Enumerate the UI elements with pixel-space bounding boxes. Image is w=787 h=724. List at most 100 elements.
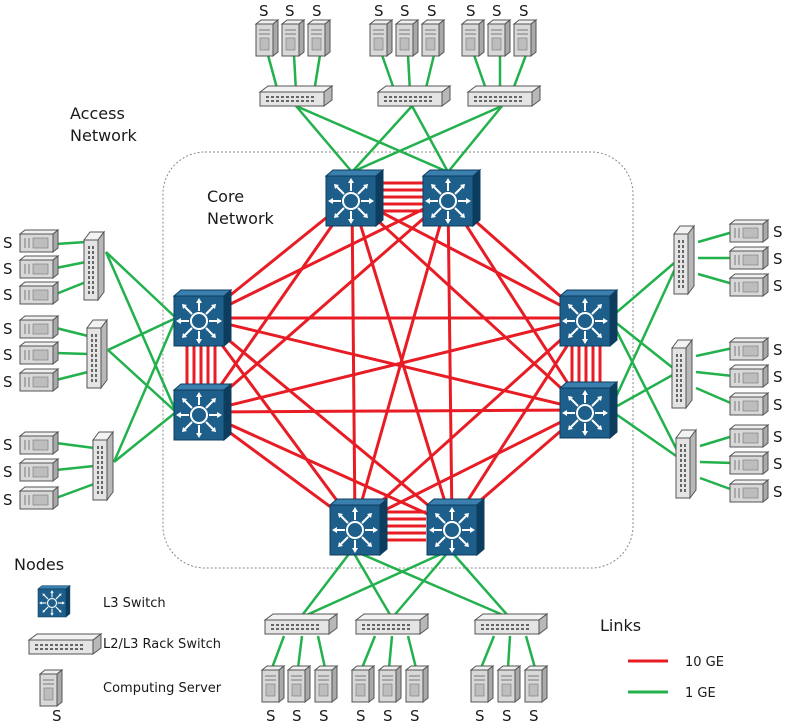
rack-switch-icon <box>92 431 114 501</box>
server-icon <box>729 337 769 361</box>
core-network-label: Core <box>207 187 244 206</box>
rack-switch-icon <box>259 85 333 107</box>
rack-switch-icon <box>355 613 429 635</box>
server-icon <box>729 364 769 388</box>
server-icon <box>729 424 769 448</box>
legend-nodes: Nodes L3 Switch L2/L3 Rack Switch Comput… <box>14 555 222 724</box>
rack-switch-icon <box>377 85 451 107</box>
server-label: S <box>427 2 437 20</box>
server-icon <box>19 458 59 482</box>
server-label: S <box>3 320 13 338</box>
l3-switch-icon <box>559 381 618 439</box>
core-network-label: Network <box>207 209 275 228</box>
server-label: S <box>3 491 13 509</box>
server-icon <box>307 19 331 57</box>
server-icon <box>369 19 393 57</box>
legend-l3-switch-label: L3 Switch <box>103 596 166 611</box>
server-label: S <box>3 260 13 278</box>
server-icon <box>729 219 769 243</box>
server-label: S <box>410 707 420 724</box>
rack-switch-icon <box>673 225 695 295</box>
server-label: S <box>356 707 366 724</box>
server-icon <box>255 19 279 57</box>
server-label: S <box>529 707 539 724</box>
server-label: S <box>266 707 276 724</box>
server-label: S <box>400 2 410 20</box>
l3-switch-icon <box>329 498 388 556</box>
server-icon <box>351 665 375 703</box>
server-label: S <box>519 2 529 20</box>
server-label: S <box>773 455 783 473</box>
l3-switch-icon <box>559 289 618 347</box>
server-label: S <box>312 2 322 20</box>
server-label: S <box>773 341 783 359</box>
server-label: S <box>475 707 485 724</box>
legend-links-title: Links <box>600 616 641 635</box>
l3-switch-icon <box>173 289 232 347</box>
server-icon <box>729 273 769 297</box>
server-icon <box>497 665 521 703</box>
legend-rack-switch-label: L2/L3 Rack Switch <box>103 637 221 652</box>
access-network-label: Network <box>70 126 138 145</box>
server-label: S <box>502 707 512 724</box>
server-icon <box>314 665 338 703</box>
server-icon <box>487 19 511 57</box>
rack-switch-icon <box>83 231 105 301</box>
server-icon <box>19 486 59 510</box>
server-label: S <box>3 463 13 481</box>
server-label: S <box>773 250 783 268</box>
server-label: S <box>383 707 393 724</box>
server-label: S <box>3 346 13 364</box>
server-icon <box>19 315 59 339</box>
links-10ge <box>185 181 602 542</box>
l3-switch-icon <box>422 169 481 227</box>
rack-switch-icon <box>86 319 108 389</box>
server-icon <box>19 341 59 365</box>
server-icon <box>261 665 285 703</box>
server-icon <box>287 665 311 703</box>
server-icon <box>461 19 485 57</box>
legend-links: Links 10 GE 1 GE <box>600 616 724 701</box>
legend-server-label: Computing Server <box>103 681 222 696</box>
server-label: S <box>3 436 13 454</box>
server-label: S <box>773 277 783 295</box>
server-icon <box>729 392 769 416</box>
rack-switch-icon <box>28 633 102 655</box>
server-label: S <box>773 368 783 386</box>
rack-switch-icon <box>675 429 697 499</box>
server-icon <box>19 255 59 279</box>
server-label: S <box>466 2 476 20</box>
server-icon <box>421 19 445 57</box>
legend-nodes-title: Nodes <box>14 555 64 574</box>
server-label: S <box>773 483 783 501</box>
server-icon <box>281 19 305 57</box>
server-label: S <box>285 2 295 20</box>
server-icon <box>19 368 59 392</box>
server-label: S <box>492 2 502 20</box>
links-1ge <box>55 54 734 669</box>
rack-switch-icon <box>474 613 548 635</box>
server-icon <box>39 669 63 707</box>
legend-1ge-label: 1 GE <box>685 686 716 701</box>
legend-10ge-label: 10 GE <box>685 655 724 670</box>
server-icon <box>524 665 548 703</box>
server-icon <box>729 451 769 475</box>
rack-switch-icon <box>467 85 541 107</box>
server-label: S <box>374 2 384 20</box>
l3-switch-icon <box>325 169 384 227</box>
server-label: S <box>773 223 783 241</box>
rack-switch-icon <box>264 613 338 635</box>
server-label: S <box>3 286 13 304</box>
server-icon <box>405 665 429 703</box>
server-icon <box>729 246 769 270</box>
server-label: S <box>3 373 13 391</box>
server-icon <box>395 19 419 57</box>
server-label: S <box>773 396 783 414</box>
server-label: S <box>773 428 783 446</box>
l3-switch-icon <box>37 585 71 618</box>
legend-server-letter: S <box>52 707 62 724</box>
server-icon <box>19 431 59 455</box>
access-network-label: Access <box>70 104 125 123</box>
server-label: S <box>319 707 329 724</box>
